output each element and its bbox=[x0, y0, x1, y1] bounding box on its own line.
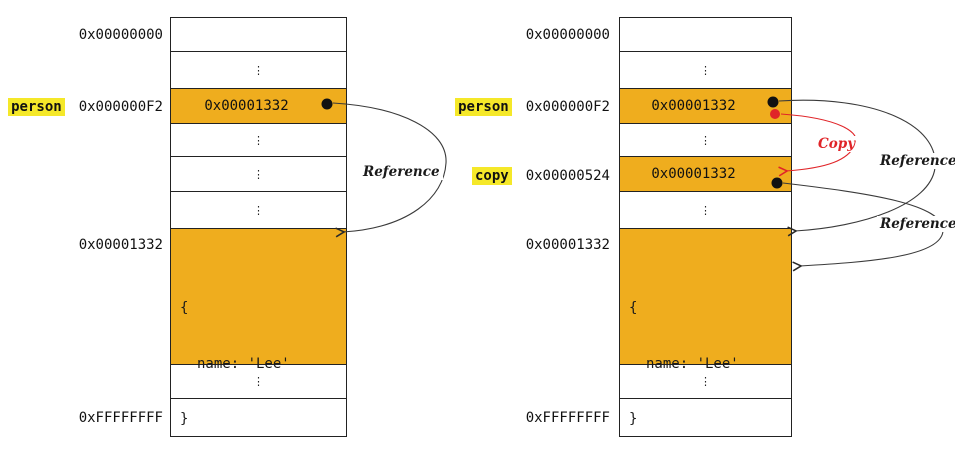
address-text: 0xFFFFFFFF bbox=[78, 410, 163, 426]
ellipsis-icon: ⋮ bbox=[700, 63, 711, 77]
memory-table-right: ⋮ 0x00001332 ⋮ 0x00001332 ⋮ { name: 'Lee… bbox=[619, 17, 792, 437]
memory-cell-empty bbox=[620, 18, 791, 52]
memory-cell-empty bbox=[171, 18, 346, 52]
address-text: 0x00001332 bbox=[525, 237, 610, 253]
reference-annotation-left: Reference bbox=[360, 164, 443, 180]
code-close-brace: } bbox=[629, 411, 638, 427]
code-body: name: 'Lee' bbox=[197, 355, 290, 372]
memory-cell-ellipsis: ⋮ bbox=[620, 192, 791, 229]
memory-cell-ellipsis: ⋮ bbox=[620, 124, 791, 157]
person-variable-label: person 0x000000F2 bbox=[0, 89, 163, 124]
ellipsis-icon: ⋮ bbox=[253, 375, 264, 388]
object-literal-code: { name: 'Lee' } bbox=[629, 262, 739, 454]
code-body: name: 'Lee' bbox=[646, 355, 739, 372]
ellipsis-icon: ⋮ bbox=[253, 133, 264, 147]
memory-cell-ellipsis: ⋮ bbox=[171, 365, 346, 399]
memory-cell-ellipsis: ⋮ bbox=[171, 157, 346, 192]
code-open-brace: { bbox=[629, 300, 638, 316]
address-text: 0x00000524 bbox=[525, 167, 610, 184]
address-text: 0x000000F2 bbox=[78, 98, 163, 115]
address-label-top: 0x00000000 bbox=[0, 18, 163, 52]
ellipsis-icon: ⋮ bbox=[700, 203, 711, 217]
reference-annotation-1: Reference bbox=[877, 153, 955, 169]
address-label-top: 0x00000000 bbox=[0, 18, 610, 52]
reference-annotation-2: Reference bbox=[877, 216, 955, 232]
memory-cell-person: 0x00001332 bbox=[620, 89, 791, 124]
memory-cell-ellipsis: ⋮ bbox=[620, 52, 791, 89]
copy-annotation: Copy bbox=[815, 136, 859, 152]
person-cell-value: 0x00001332 bbox=[651, 98, 736, 114]
memory-cell-ellipsis: ⋮ bbox=[171, 124, 346, 157]
code-open-brace: { bbox=[180, 300, 189, 316]
code-close-brace: } bbox=[180, 411, 189, 427]
address-text: 0xFFFFFFFF bbox=[525, 410, 610, 426]
person-cell-value: 0x00001332 bbox=[204, 98, 289, 114]
memory-cell-object: { name: 'Lee' } bbox=[620, 229, 791, 427]
ellipsis-icon: ⋮ bbox=[253, 63, 264, 77]
memory-cell-ellipsis: ⋮ bbox=[171, 52, 346, 89]
ellipsis-icon: ⋮ bbox=[700, 133, 711, 147]
address-label-bottom: 0xFFFFFFFF bbox=[0, 400, 163, 436]
memory-cell-object: { name: 'Lee' } bbox=[171, 229, 346, 427]
memory-cell-person: 0x00001332 bbox=[171, 89, 346, 124]
object-literal-code: { name: 'Lee' } bbox=[180, 262, 290, 454]
memory-table-left: ⋮ 0x00001332 ⋮ ⋮ ⋮ { name: 'Lee' } ⋮ bbox=[170, 17, 347, 437]
copy-cell-value: 0x00001332 bbox=[651, 166, 736, 182]
variable-chip-person: person bbox=[455, 97, 512, 116]
memory-cell-copy: 0x00001332 bbox=[620, 157, 791, 192]
address-text: 0x000000F2 bbox=[525, 98, 610, 115]
ellipsis-icon: ⋮ bbox=[253, 167, 264, 181]
address-text: 0x00001332 bbox=[78, 237, 163, 253]
person-variable-label: person 0x000000F2 bbox=[0, 89, 610, 124]
copy-variable-label: copy 0x00000524 bbox=[0, 158, 610, 193]
address-text: 0x00000000 bbox=[78, 27, 163, 43]
address-label-object: 0x00001332 bbox=[0, 237, 610, 257]
variable-chip-copy: copy bbox=[471, 166, 512, 185]
ellipsis-icon: ⋮ bbox=[700, 375, 711, 388]
ellipsis-icon: ⋮ bbox=[253, 203, 264, 217]
address-label-bottom: 0xFFFFFFFF bbox=[0, 400, 610, 436]
variable-chip-person: person bbox=[8, 97, 65, 116]
address-text: 0x00000000 bbox=[525, 27, 610, 43]
memory-cell-ellipsis: ⋮ bbox=[171, 192, 346, 229]
memory-cell-ellipsis: ⋮ bbox=[620, 365, 791, 399]
address-label-object: 0x00001332 bbox=[0, 237, 163, 257]
